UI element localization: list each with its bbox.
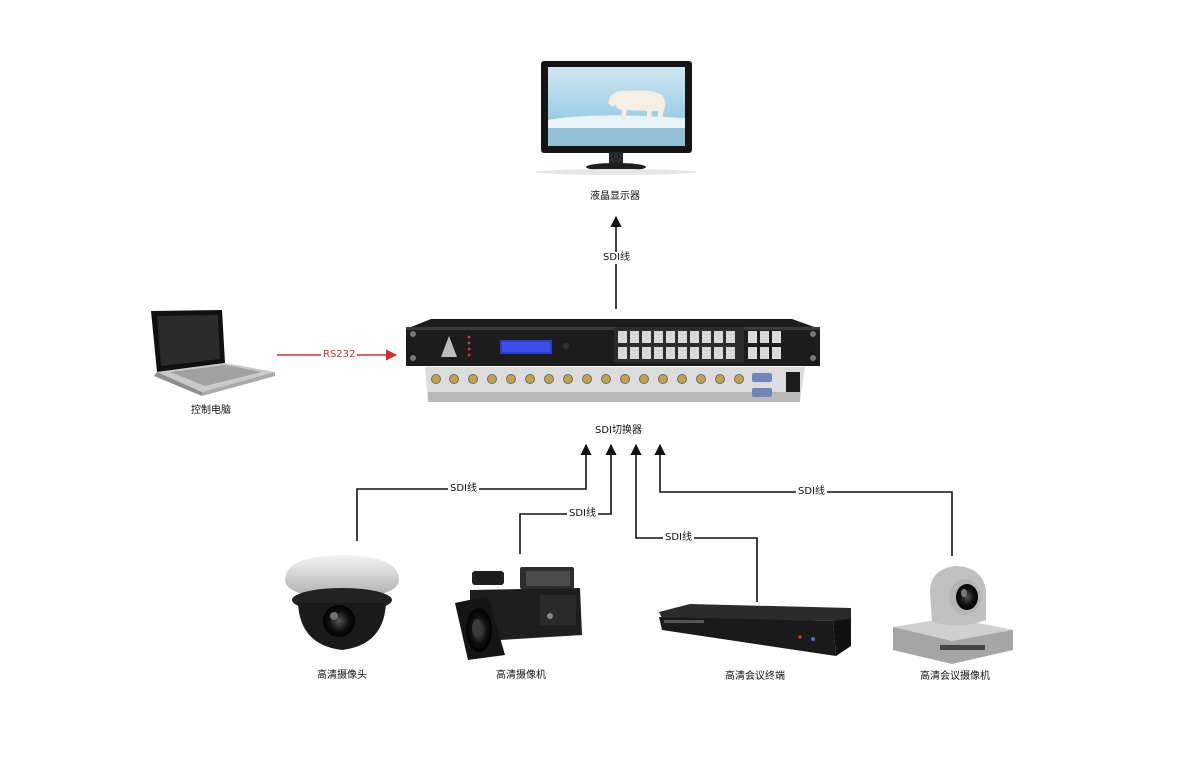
camcorder-label: 高清摄像机 <box>496 670 546 681</box>
ptz-camera-link-line <box>654 443 953 556</box>
laptop-link-label: RS232 <box>321 349 358 361</box>
ptz-camera-label: 高清会议摄像机 <box>920 671 990 682</box>
conference-terminal-icon <box>659 604 851 656</box>
dome-camera-link-label: SDI线 <box>448 483 479 495</box>
sdi-matrix-switcher-icon <box>406 319 820 402</box>
dome-camera-label: 高清摄像头 <box>317 670 367 681</box>
camcorder-link-label: SDI线 <box>567 508 598 520</box>
dome-camera-icon <box>285 555 399 650</box>
camcorder-link-line <box>519 443 617 554</box>
monitor-link-label: SDI线 <box>601 252 632 264</box>
laptop-label: 控制电脑 <box>191 405 231 416</box>
conference-terminal-label: 高清会议终端 <box>725 671 785 682</box>
monitor-label: 液晶显示器 <box>590 191 640 202</box>
ptz-camera-link-label: SDI线 <box>796 486 827 498</box>
conference-terminal-link-line <box>630 443 758 602</box>
lcd-monitor-icon <box>536 61 696 175</box>
switcher-label: SDI切换器 <box>595 425 642 436</box>
camcorder-icon <box>455 567 582 660</box>
ptz-camera-icon <box>893 566 1013 664</box>
conference-terminal-link-label: SDI线 <box>663 532 694 544</box>
laptop-icon <box>151 310 275 396</box>
